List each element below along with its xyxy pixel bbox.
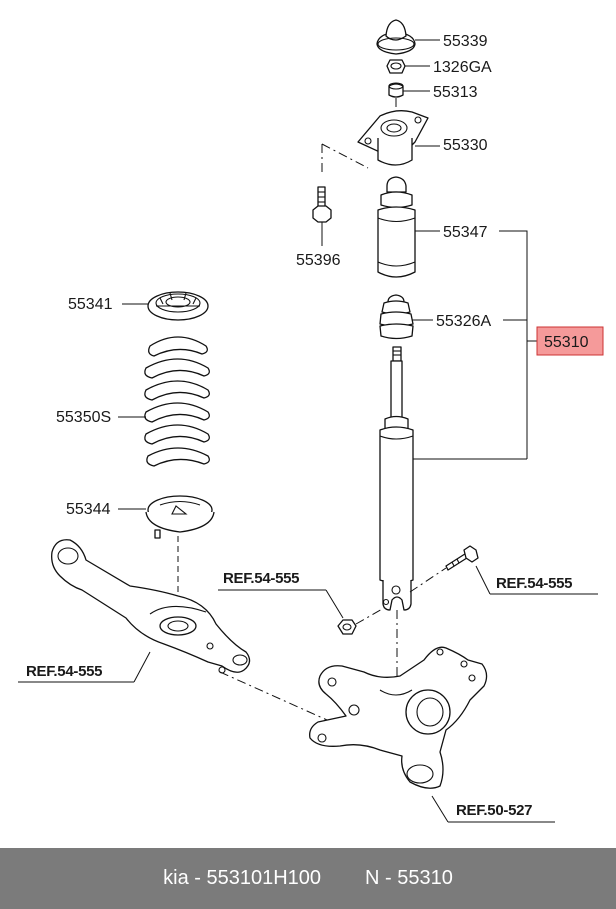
part-shock-absorber (379, 346, 414, 611)
part-55313-washer (388, 82, 404, 98)
ref-lower-arm: REF.54-555 (26, 663, 102, 680)
label-55326a: 55326A (436, 313, 491, 330)
label-55339: 55339 (443, 33, 488, 50)
label-55344: 55344 (66, 501, 111, 518)
ref-knuckle-nut: REF.54-555 (223, 570, 299, 587)
part-55339-cap (376, 19, 416, 55)
part-55330-mount (357, 110, 429, 166)
part-1326ga-nut (386, 59, 406, 74)
part-55341-upper-pad (147, 291, 209, 321)
exploded-parts-diagram: 55339 1326GA 55313 55330 55396 (18, 19, 604, 823)
label-55350s: 55350S (56, 409, 111, 426)
label-1326ga: 1326GA (433, 59, 492, 76)
footer-part-number: kia - 553101H100 (163, 867, 322, 889)
part-55347-dust-cover (377, 176, 416, 278)
label-55347: 55347 (443, 224, 488, 241)
footer-ref-number: N - 55310 (365, 867, 453, 889)
part-55350s-coil-spring (144, 336, 210, 467)
ref-knuckle: REF.50-527 (456, 802, 532, 819)
label-55341: 55341 (68, 296, 113, 313)
part-55396-bolt (312, 186, 332, 223)
part-info-footer: kia - 553101H100 N - 55310 (0, 848, 616, 909)
label-55310: 55310 (544, 334, 589, 351)
highlight-55310 (536, 326, 604, 356)
part-knuckle-nut (337, 619, 357, 635)
part-55326a-bump-stopper (379, 294, 414, 340)
part-lower-arm (51, 539, 251, 674)
part-knuckle (309, 646, 488, 789)
part-shock-bolt (445, 545, 479, 571)
label-55330: 55330 (443, 137, 488, 154)
label-55313: 55313 (433, 84, 478, 101)
ref-shock-bolt: REF.54-555 (496, 575, 572, 592)
label-55396: 55396 (296, 252, 341, 269)
part-55344-lower-seat (145, 495, 215, 539)
